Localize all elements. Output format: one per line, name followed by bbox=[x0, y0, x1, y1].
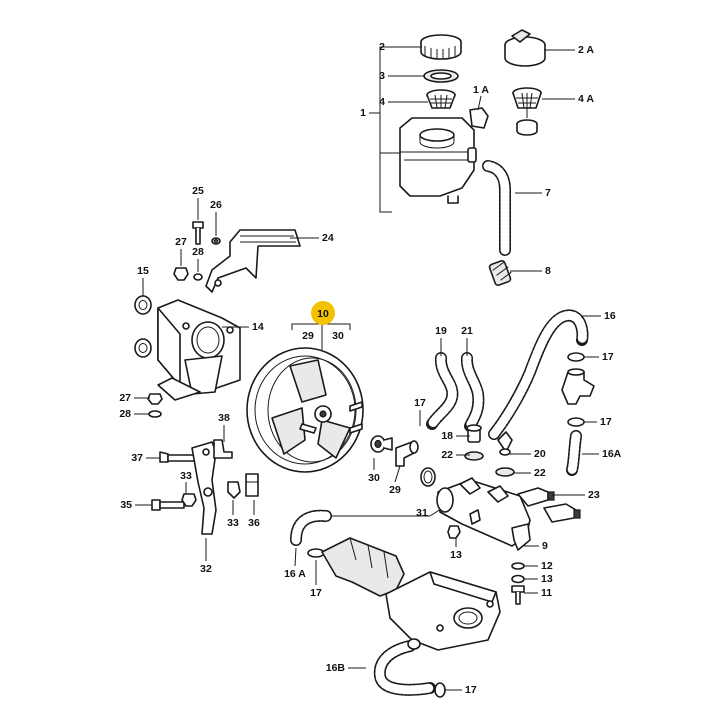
callout-label: 15 bbox=[137, 265, 149, 277]
highlight-marker-10: 10 bbox=[311, 301, 335, 325]
callout-label: 18 bbox=[441, 430, 453, 442]
reservoir-group bbox=[379, 29, 546, 213]
callout-label: 22 bbox=[534, 467, 546, 479]
callout-label: 37 bbox=[131, 452, 143, 464]
callout-label: 16B bbox=[326, 662, 346, 674]
callout-label: 23 bbox=[588, 489, 600, 501]
hose-16A-right bbox=[566, 430, 582, 476]
callout-label: 11 bbox=[541, 587, 552, 599]
callout-label: 35 bbox=[120, 499, 132, 511]
mounting-bracket-14 bbox=[157, 299, 241, 401]
callout-label: 14 bbox=[252, 321, 264, 333]
callout-label: 21 bbox=[461, 325, 473, 337]
hose-16B bbox=[373, 638, 446, 698]
callout-label: 27 bbox=[119, 392, 131, 404]
callout-label: 8 bbox=[545, 265, 551, 277]
bracket-24 bbox=[205, 229, 301, 293]
highlight-circle bbox=[311, 301, 335, 325]
callout-label: 33 bbox=[227, 517, 239, 529]
fasteners-11-13 bbox=[447, 525, 525, 605]
pedal-linkage bbox=[151, 439, 259, 535]
seal-ring-31 bbox=[319, 467, 456, 521]
callout-label: 16A bbox=[602, 448, 622, 460]
callout-label: 30 bbox=[368, 472, 380, 484]
callout-label: 25 bbox=[192, 185, 204, 197]
callout-label: 31 bbox=[416, 507, 428, 519]
callout-label: 1 bbox=[360, 107, 366, 119]
leader-line bbox=[477, 95, 482, 111]
clamps-17-right bbox=[567, 352, 585, 427]
vacuum-duct bbox=[321, 537, 501, 651]
callout-label: 7 bbox=[545, 187, 551, 199]
leader-line bbox=[294, 547, 297, 567]
master-cylinder-9 bbox=[436, 477, 531, 551]
callout-label: 29 bbox=[302, 330, 314, 342]
callout-label: 17 bbox=[600, 416, 612, 428]
fitting-right bbox=[561, 368, 595, 405]
callout-10: 10 bbox=[317, 308, 329, 320]
callout-label: 13 bbox=[541, 573, 553, 585]
callout-label: 28 bbox=[192, 246, 204, 258]
callout-label: 22 bbox=[441, 449, 453, 461]
callout-label: 16 bbox=[604, 310, 616, 322]
callout-label: 9 bbox=[542, 540, 548, 552]
callout-label: 17 bbox=[602, 351, 614, 363]
callout-label: 3 bbox=[379, 70, 385, 82]
callout-label: 36 bbox=[248, 517, 260, 529]
brake-booster-10 bbox=[246, 323, 364, 473]
callout-label: 33 bbox=[180, 470, 192, 482]
nut-washer-27-28 bbox=[147, 393, 163, 418]
callout-label: 29 bbox=[389, 484, 401, 496]
sleeve-8 bbox=[488, 259, 512, 287]
callout-label: 1 A bbox=[473, 84, 489, 96]
switches-23 bbox=[517, 487, 581, 523]
hose-16A-left bbox=[290, 509, 332, 558]
callout-label: 38 bbox=[218, 412, 230, 424]
callout-label: 26 bbox=[210, 199, 222, 211]
callout-label: 12 bbox=[541, 560, 553, 572]
callout-label: 27 bbox=[175, 236, 187, 248]
callout-label: 24 bbox=[322, 232, 334, 244]
check-valve-30-elbow-29 bbox=[370, 435, 419, 467]
grommets-15 bbox=[134, 295, 152, 358]
callout-label: 2 bbox=[379, 41, 385, 53]
callout-label: 32 bbox=[200, 563, 212, 575]
callout-label: 28 bbox=[119, 408, 131, 420]
callout-label: 19 bbox=[435, 325, 447, 337]
callout-label: 20 bbox=[534, 448, 546, 460]
leader-line bbox=[394, 465, 401, 483]
callout-label: 16 A bbox=[284, 568, 306, 580]
callout-label: 17 bbox=[465, 684, 477, 696]
callout-label: 17 bbox=[310, 587, 322, 599]
hose-7 bbox=[482, 160, 511, 256]
callout-label: 4 bbox=[379, 96, 385, 108]
callout-label: 4 A bbox=[578, 93, 594, 105]
fasteners-25-28 bbox=[173, 221, 221, 281]
callout-leaders bbox=[134, 46, 601, 691]
callout-label: 2 A bbox=[578, 44, 594, 56]
callout-label: 17 bbox=[414, 397, 426, 409]
callout-label: 30 bbox=[332, 330, 344, 342]
fittings-18-20-22 bbox=[464, 424, 515, 477]
hose-16 bbox=[488, 309, 589, 440]
hoses-19-21 bbox=[426, 352, 485, 432]
callout-label: 13 bbox=[450, 549, 462, 561]
